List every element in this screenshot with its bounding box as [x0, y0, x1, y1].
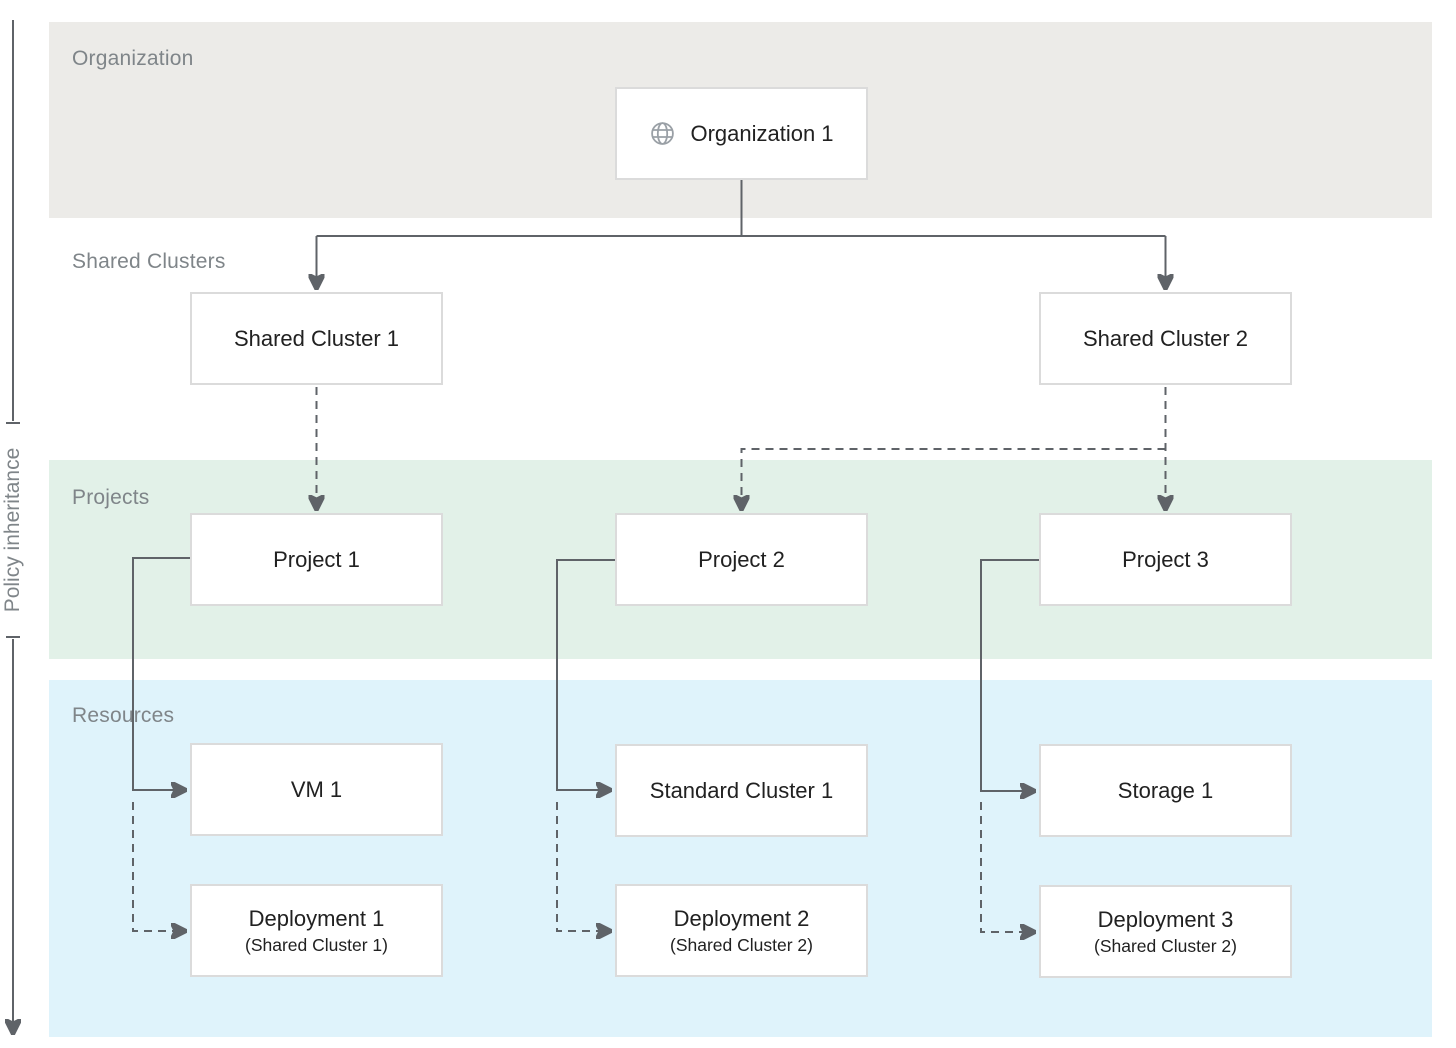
resources-band-label: Resources: [72, 704, 175, 727]
organization-node: Organization 1: [615, 87, 868, 180]
globe-icon: [651, 122, 675, 145]
vm-1-label: VM 1: [290, 776, 343, 802]
vm-1-node: VM 1: [190, 743, 443, 836]
shared-clusters-band-label: Shared Clusters: [72, 250, 226, 273]
deployment-2-node: Deployment 2 (Shared Cluster 2): [615, 884, 868, 977]
shared-cluster-1-label: Shared Cluster 1: [233, 325, 400, 351]
storage-1-node: Storage 1: [1039, 744, 1292, 837]
project-3-node: Project 3: [1039, 513, 1292, 606]
resources-band: [49, 680, 1432, 1037]
project-1-label: Project 1: [273, 546, 360, 572]
deployment-3-sublabel: (Shared Cluster 2): [1094, 935, 1237, 956]
deployment-1-sublabel: (Shared Cluster 1): [245, 934, 388, 955]
project-2-node: Project 2: [615, 513, 868, 606]
policy-inheritance-label: Policy inheritance: [1, 447, 24, 613]
standard-cluster-1-label: Standard Cluster 1: [649, 777, 834, 803]
deployment-1-label: Deployment 1: [248, 905, 385, 931]
deployment-2-sublabel: (Shared Cluster 2): [670, 934, 813, 955]
organization-band-label: Organization: [72, 47, 194, 70]
deployment-2-label: Deployment 2: [673, 905, 810, 931]
shared-cluster-2-label: Shared Cluster 2: [1082, 325, 1249, 351]
standard-cluster-1-node: Standard Cluster 1: [615, 744, 868, 837]
deployment-3-label: Deployment 3: [1097, 906, 1234, 932]
project-1-node: Project 1: [190, 513, 443, 606]
storage-1-label: Storage 1: [1117, 777, 1214, 803]
deployment-1-node: Deployment 1 (Shared Cluster 1): [190, 884, 443, 977]
project-3-label: Project 3: [1122, 546, 1209, 572]
deployment-3-node: Deployment 3 (Shared Cluster 2): [1039, 885, 1292, 978]
project-2-label: Project 2: [698, 546, 785, 572]
organization-node-label: Organization 1: [690, 120, 834, 146]
shared-cluster-1-node: Shared Cluster 1: [190, 292, 443, 385]
shared-cluster-2-node: Shared Cluster 2: [1039, 292, 1292, 385]
projects-band-label: Projects: [72, 486, 150, 509]
